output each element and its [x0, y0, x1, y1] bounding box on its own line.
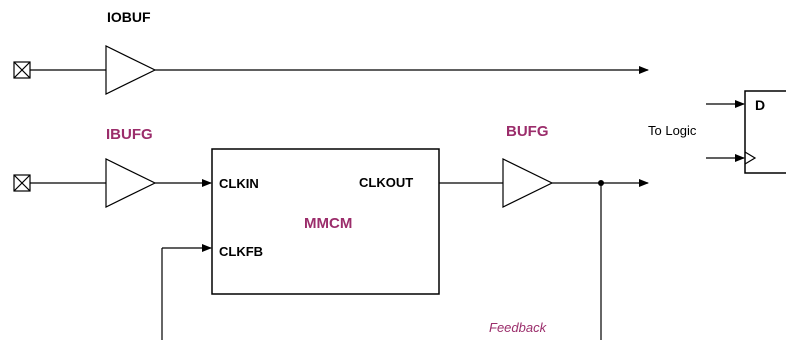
mmcm-box	[211, 148, 440, 295]
mmcm-label: MMCM	[304, 215, 352, 232]
input-pad-top	[13, 61, 31, 79]
flip-flop: D To Logic	[648, 90, 786, 174]
iobuf-path: IOBUF	[13, 9, 649, 95]
clkfb-port-label: CLKFB	[219, 244, 263, 259]
clock-edge-icon	[744, 151, 757, 165]
input-pad-clock	[13, 174, 31, 192]
iobuf-label: IOBUF	[107, 9, 151, 25]
clkout-port-label: CLKOUT	[359, 175, 413, 190]
bufg-label: BUFG	[506, 123, 549, 140]
feedback-path: Feedback	[161, 183, 602, 340]
bufg-triangle	[502, 158, 554, 208]
iobuf-triangle	[105, 45, 157, 95]
ibufg-path: IBUFG	[13, 126, 212, 208]
ibufg-label: IBUFG	[106, 126, 153, 143]
clkin-port-label: CLKIN	[219, 176, 259, 191]
d-port-label: D	[755, 97, 765, 113]
to-logic-label: To Logic	[648, 123, 697, 138]
mmcm-block: CLKIN CLKOUT CLKFB MMCM	[211, 148, 440, 295]
ibufg-triangle	[105, 158, 157, 208]
feedback-label: Feedback	[489, 320, 548, 335]
bufg-path: BUFG	[439, 123, 649, 208]
